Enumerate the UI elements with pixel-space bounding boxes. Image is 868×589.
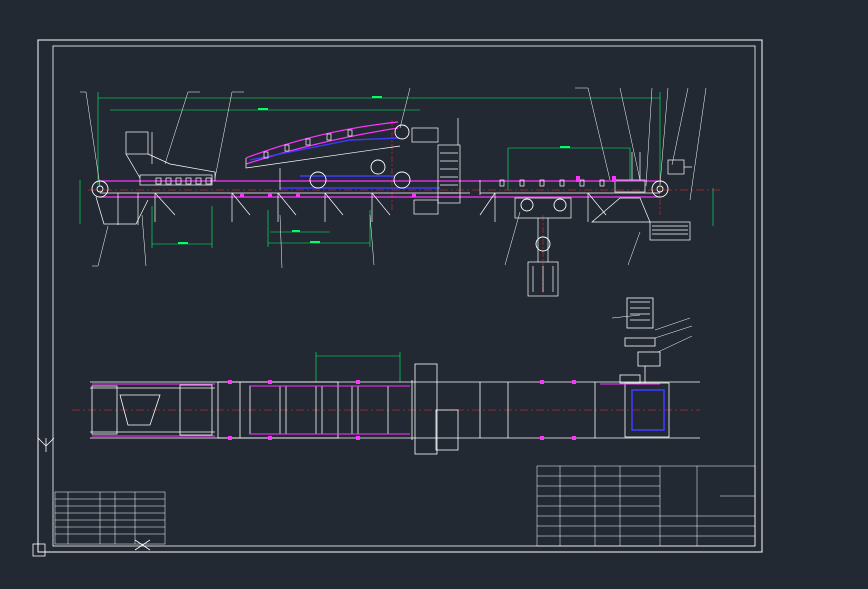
plan-view bbox=[72, 297, 700, 455]
sheet-outer-border bbox=[37, 39, 763, 553]
ucs-icon bbox=[32, 437, 151, 557]
title-block bbox=[536, 465, 756, 547]
elevation-view bbox=[79, 87, 720, 297]
sheet-inner-border bbox=[52, 45, 756, 547]
parts-list-table bbox=[54, 491, 166, 545]
